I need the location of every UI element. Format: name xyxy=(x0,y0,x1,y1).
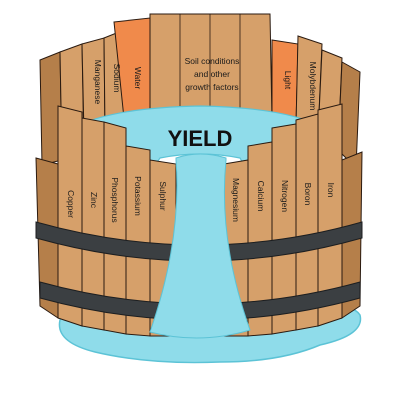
yield-label: YIELD xyxy=(168,126,233,151)
front-label-nitrogen: Nitrogen xyxy=(280,180,290,212)
front-staves-left xyxy=(35,105,177,337)
back-wall xyxy=(39,13,361,170)
hoop-lower xyxy=(39,281,361,321)
front-label-boron: Boron xyxy=(303,183,313,206)
front-label-potassium: Potassium xyxy=(133,176,143,216)
front-label-calcium: Calcium xyxy=(256,181,266,212)
water-stream xyxy=(149,153,251,339)
front-label-sulphur: Sulphur xyxy=(158,181,168,210)
back-label-sodium: Sodium xyxy=(112,64,122,93)
front-label-copper: Copper xyxy=(66,190,76,218)
hoop-upper xyxy=(35,221,363,262)
center-note-line: Soil conditions xyxy=(185,56,240,66)
back-label-molybdenum: Molybdenum xyxy=(308,62,318,111)
center-note: Soil conditions and other growth factors xyxy=(185,56,240,92)
back-label-water: Water xyxy=(133,67,143,90)
front-label-phosphorus: Phosphorus xyxy=(110,177,120,222)
center-note-line: and other xyxy=(194,69,230,79)
back-label-light: Light xyxy=(283,71,293,90)
back-label-manganese: Manganese xyxy=(93,60,103,105)
front-label-zinc: Zinc xyxy=(89,192,99,209)
center-note-line: growth factors xyxy=(185,82,238,92)
front-label-magnesium: Magnesium xyxy=(231,178,241,222)
front-label-iron: Iron xyxy=(326,183,336,198)
